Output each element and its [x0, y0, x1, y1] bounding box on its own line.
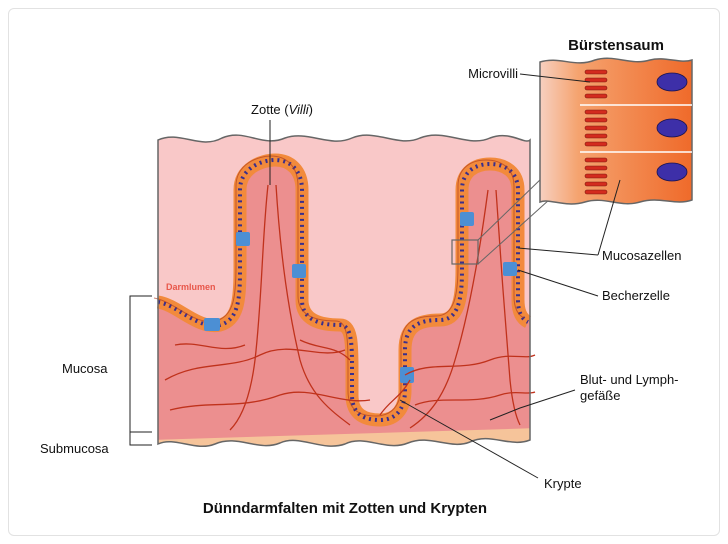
label-blut-line1: Blut- und Lymph- [580, 372, 679, 387]
goblet-cell [204, 318, 220, 331]
label-zotte: Zotte (Villi) [251, 102, 313, 117]
goblet-cell [400, 367, 414, 383]
label-microvilli: Microvilli [468, 66, 518, 81]
label-becherzelle: Becherzelle [602, 288, 670, 303]
goblet-cell [292, 264, 306, 278]
label-krypte: Krypte [544, 476, 582, 491]
bracket-submucosa [130, 432, 152, 445]
bracket-mucosa [130, 296, 152, 432]
label-darmlumen: Darmlumen [166, 282, 216, 292]
goblet-cell [460, 212, 474, 226]
label-mucosa: Mucosa [62, 361, 108, 376]
goblet-cell [503, 262, 517, 276]
label-submucosa: Submucosa [40, 441, 109, 456]
goblet-cell [236, 232, 250, 246]
label-mucosazellen: Mucosazellen [602, 248, 682, 263]
figure-title: Dünndarmfalten mit Zotten und Krypten [203, 500, 487, 517]
brush-border-inset [540, 58, 692, 204]
inset-title: Bürstensaum [568, 37, 664, 54]
label-blut-line2: gefäße [580, 388, 620, 403]
